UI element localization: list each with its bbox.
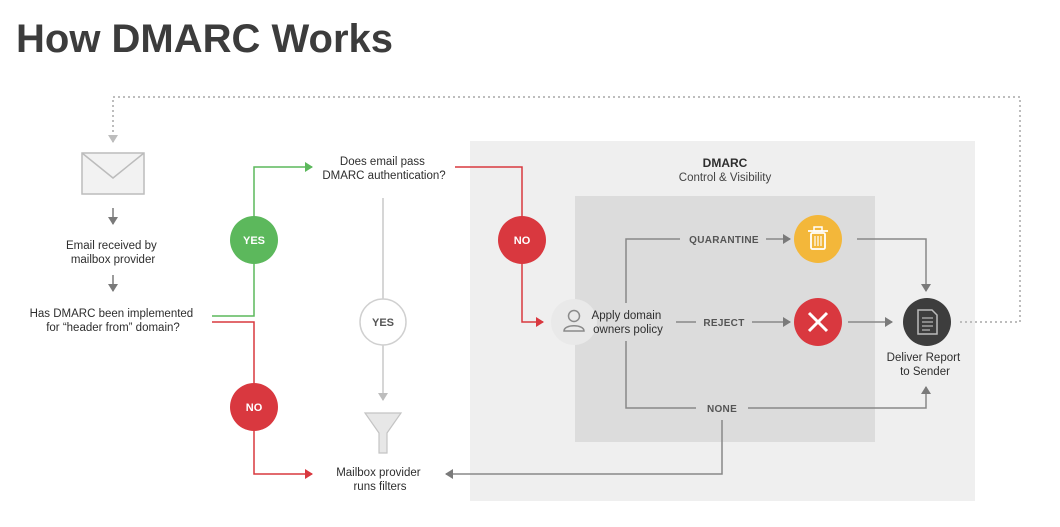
trash-can-icon: [794, 215, 842, 263]
page-title: How DMARC Works: [16, 17, 393, 61]
yes-badge-green: [230, 216, 278, 264]
yes-badge-grey: [359, 298, 407, 346]
has-dmarc-label: Has DMARC been implemented for “header f…: [30, 308, 197, 334]
branch-quarantine-in: [625, 238, 680, 303]
yes-badge-grey-label: YES: [372, 317, 394, 329]
mailbox-filters-label: Mailbox provider runs filters: [336, 467, 424, 493]
funnel-icon: [363, 412, 403, 454]
email-received-label: Email received by mailbox provider: [66, 240, 160, 266]
none-label: NONE: [707, 404, 737, 415]
apply-policy-label: Apply domain owners policy: [592, 310, 665, 336]
report-feedback-loop: [108, 96, 1021, 323]
branch-none-in: [625, 341, 696, 409]
does-pass-label: Does email pass DMARC authentication?: [322, 156, 445, 182]
none-to-report-line: [748, 386, 931, 409]
no-badge-top-label: NO: [514, 235, 531, 247]
no-badge-left-label: NO: [246, 402, 263, 414]
x-mark-icon: [794, 298, 842, 346]
envelope-icon: [81, 152, 145, 195]
no-badge-top: [498, 216, 546, 264]
none-to-filters-line: [445, 420, 723, 479]
dmarc-heading: DMARC: [703, 156, 748, 170]
reject-label: REJECT: [703, 318, 744, 329]
quarantine-to-report-line: [857, 238, 931, 292]
dmarc-subheading: Control & Visibility: [679, 172, 772, 184]
user-icon: [551, 299, 597, 345]
no-badge-left: [230, 383, 278, 431]
yes-badge-green-label: YES: [243, 235, 265, 247]
quarantine-label: QUARANTINE: [689, 235, 759, 246]
document-icon: [903, 298, 951, 346]
deliver-report-label: Deliver Report to Sender: [887, 352, 964, 378]
